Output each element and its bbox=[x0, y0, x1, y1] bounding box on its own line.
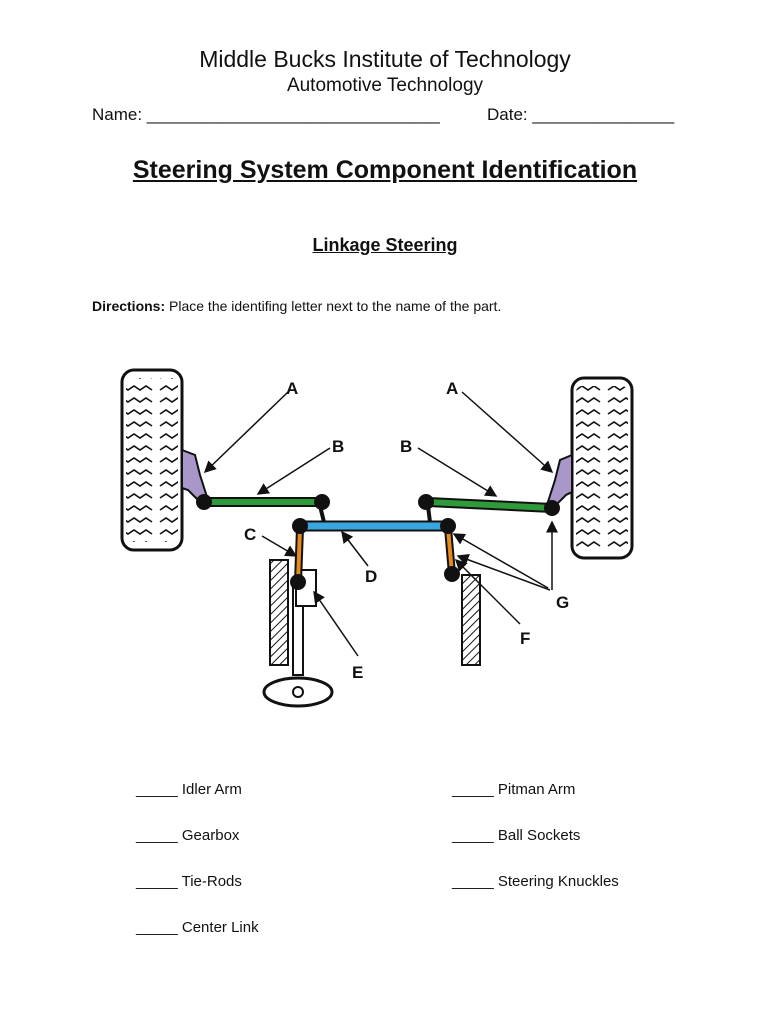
label-f: F bbox=[520, 629, 530, 648]
label-e: E bbox=[352, 663, 363, 682]
label-d: D bbox=[365, 567, 377, 586]
left-frame-rail bbox=[269, 559, 289, 666]
ball-socket bbox=[444, 566, 460, 582]
label-b-right: B bbox=[400, 437, 412, 456]
name-field[interactable]: Name: _______________________________ bbox=[92, 105, 440, 124]
worksheet-title: Steering System Component Identification bbox=[132, 156, 638, 184]
right-wheel bbox=[570, 376, 634, 560]
ball-socket bbox=[196, 494, 212, 510]
department-title: Automotive Technology bbox=[286, 75, 484, 96]
part-idler-arm[interactable]: _____ Idler Arm bbox=[136, 781, 242, 798]
ball-socket bbox=[290, 574, 306, 590]
part-center-link[interactable]: _____ Center Link bbox=[136, 919, 259, 936]
label-b-left: B bbox=[332, 437, 344, 456]
institution-title: Middle Bucks Institute of Technology bbox=[199, 46, 571, 72]
steering-linkage-diagram: A A B B C D E F G bbox=[120, 368, 634, 708]
part-gearbox[interactable]: _____ Gearbox bbox=[136, 827, 240, 844]
label-g: G bbox=[556, 593, 569, 612]
directions: Directions: Place the identifing letter … bbox=[92, 298, 501, 314]
pitman-arm-fill bbox=[296, 527, 302, 583]
right-steering-knuckle bbox=[545, 453, 573, 508]
part-pitman-arm[interactable]: _____ Pitman Arm bbox=[452, 781, 576, 798]
steering-wheel bbox=[262, 584, 334, 708]
right-tie-rod-fill bbox=[427, 499, 553, 511]
left-wheel bbox=[120, 368, 184, 552]
ball-socket bbox=[440, 518, 456, 534]
right-frame-rail bbox=[461, 574, 481, 666]
section-subtitle: Linkage Steering bbox=[312, 235, 458, 255]
ball-socket bbox=[292, 518, 308, 534]
ball-socket bbox=[544, 500, 560, 516]
ball-socket bbox=[418, 494, 434, 510]
part-ball-sockets[interactable]: _____ Ball Sockets bbox=[452, 827, 581, 844]
part-steering-knuckles[interactable]: _____ Steering Knuckles bbox=[452, 873, 619, 890]
leader-arrows bbox=[203, 391, 558, 657]
label-a-right: A bbox=[446, 379, 458, 398]
ball-socket bbox=[314, 494, 330, 510]
part-tie-rods[interactable]: _____ Tie-Rods bbox=[136, 873, 242, 890]
directions-text: Place the identifing letter next to the … bbox=[165, 298, 502, 314]
label-c: C bbox=[244, 525, 256, 544]
label-a-left: A bbox=[286, 379, 298, 398]
date-field[interactable]: Date: _______________ bbox=[487, 105, 675, 124]
directions-label: Directions: bbox=[92, 298, 166, 314]
